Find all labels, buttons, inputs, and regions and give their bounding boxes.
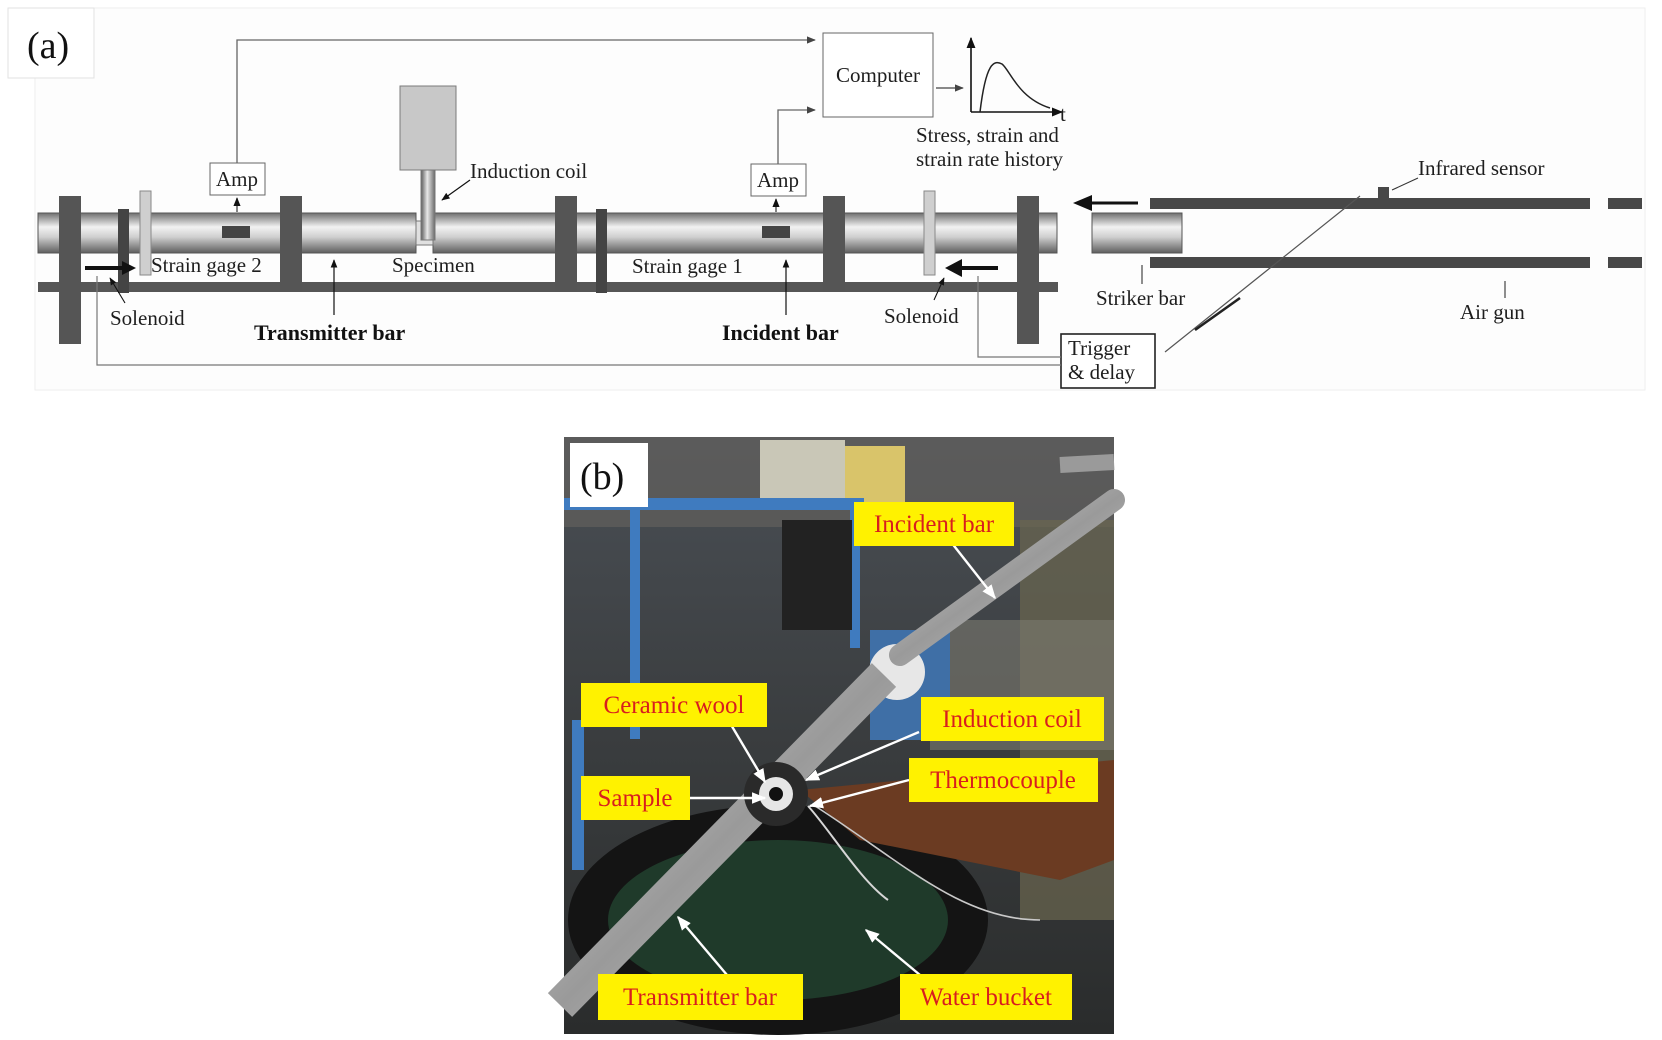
label-ceramic-wool-text: Ceramic wool [604,692,745,719]
incident-bar [432,212,1058,254]
strain-gage-2-ring [139,190,152,276]
label-water-bucket [900,974,1072,1020]
label-incident-bar [854,502,1014,546]
label-sample [581,776,690,820]
computer-label: Computer [836,63,920,87]
trigger-label-1: Trigger [1068,336,1130,360]
wire-amp-right-to-computer [777,106,816,164]
wire-trigger-to-left-solenoid [96,276,1061,366]
photo-incident-bar [889,489,1125,666]
photo-blue-frame [630,489,640,739]
panel-b-photo: (b) Incident bar Ceramic wool Induction … [547,437,1125,1035]
stress-history-label-2: strain rate history [916,147,1063,171]
infrared-sensor [1378,187,1389,198]
label-ceramic-wool [581,683,767,727]
solenoid-left-pointer [109,277,126,304]
pointer-induction-coil [804,730,920,782]
label-induction-coil-text: Induction coil [942,706,1082,733]
photo-equipment-box [845,446,905,506]
strain-gage-1-pad [762,226,790,238]
pointer-transmitter-bar [677,915,728,976]
solenoid-right-label: Solenoid [884,304,959,328]
pointer-water-bucket [864,929,921,976]
support-post [823,196,845,292]
amp-label-right: Amp [757,168,799,192]
pointer-incident-bar [950,541,996,600]
strain-gage-1-ring [923,190,936,276]
solenoid-left-label: Solenoid [110,306,185,330]
photo-sample [769,787,783,801]
air-gun-bottom-cont [1608,257,1642,268]
panel-a-schematic: (a) [7,7,1646,391]
support-post [1017,196,1039,344]
label-incident-bar-text: Incident bar [874,511,995,538]
induction-coil-pointer [441,179,471,201]
wire-trigger-to-right-solenoid [977,276,1061,358]
solenoid-plate-left [118,209,129,293]
support-post [59,196,81,344]
strain-gage-2-label: Strain gage 2 [151,253,262,277]
photo-incident-bar-far [1059,454,1115,473]
induction-heater-box [399,85,457,171]
specimen-label: Specimen [392,253,475,277]
infrared-sensor-pointer [1391,177,1419,191]
support-post [280,196,302,292]
air-gun-label: Air gun [1460,300,1525,324]
photo-blue-frame [850,498,860,648]
incident-bar-label: Incident bar [722,320,839,345]
air-gun-bottom [1150,257,1590,268]
stress-history-label-1: Stress, strain and [916,123,1059,147]
label-sample-text: Sample [598,785,673,812]
label-thermocouple [909,758,1098,802]
striker-direction-arrowhead [1073,195,1092,211]
panel-b-label-box [570,443,648,507]
photo-thermocouple-wire [807,805,889,901]
support-post [555,196,577,292]
solenoid-right-pointer [933,277,945,301]
air-gun-top-cont [1608,198,1642,209]
trigger-delay-box [1060,333,1156,389]
pointer-ceramic-wool [728,722,767,784]
label-transmitter-bar [598,974,803,1020]
amp-box-left [209,162,266,196]
plot-pulse-curve [979,61,1051,113]
striker-bar-label: Striker bar [1096,286,1185,310]
trigger-label-2: & delay [1068,360,1136,384]
photo-blue-frame [572,720,584,870]
air-gun-top [1150,198,1590,209]
transmitter-bar-label: Transmitter bar [254,320,406,345]
panel-a-label: (a) [27,25,69,67]
bar-plate [596,209,607,293]
computer-box [822,32,934,118]
photo-thermocouple-wire [811,803,1041,921]
plot-time-label: t [1060,102,1066,126]
photo-transmitter-bar [547,663,897,1017]
pointer-thermocouple [808,778,910,809]
striker-bar [1091,212,1183,254]
induction-coil-label: Induction coil [470,159,587,183]
strain-gage-2-pad [222,226,250,238]
wire-sensor-to-trigger [1164,195,1361,353]
label-transmitter-bar-text: Transmitter bar [623,984,778,1011]
amp-label-left: Amp [216,167,258,191]
label-water-bucket-text: Water bucket [920,984,1052,1011]
panel-b-label: (b) [580,456,624,498]
solenoid-right-arrowhead [945,259,962,277]
label-induction-coil [921,697,1104,741]
photo-power-unit [782,520,852,630]
infrared-sensor-label: Infrared sensor [1418,156,1545,180]
label-thermocouple-text: Thermocouple [930,767,1076,794]
solenoid-left-arrowhead [122,261,136,275]
panel-a-label-box [7,7,95,79]
wire-sensor-highlight [1194,296,1241,332]
support-rail [38,282,1058,292]
stress-history-plot: t [966,36,1066,126]
induction-coil [420,169,436,241]
strain-gage-1-label: Strain gage 1 [632,254,743,278]
wire-amp-left-to-computer [236,36,816,163]
